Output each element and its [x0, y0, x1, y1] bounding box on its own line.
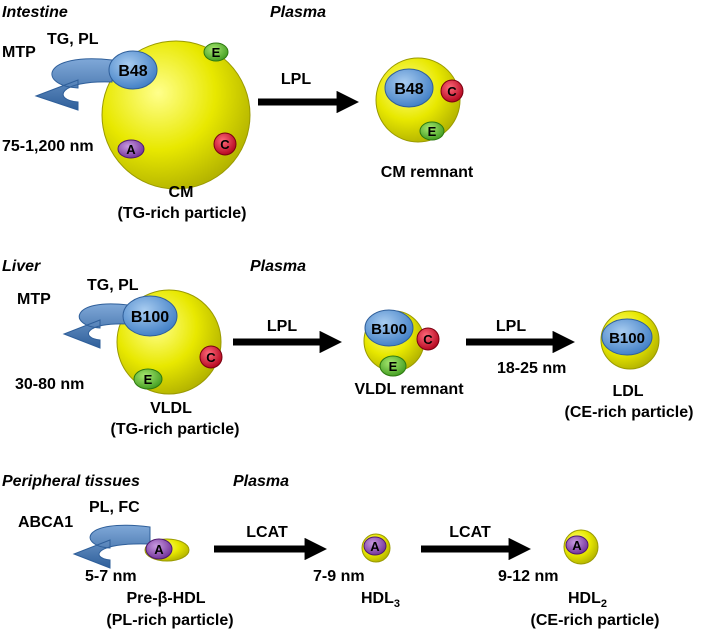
vldl-note-label: (TG-rich particle): [111, 421, 240, 438]
vldl-apo-c: [199, 345, 223, 369]
vldl-name-label: VLDL: [150, 400, 192, 417]
cm-apo-c: [213, 132, 237, 156]
intestine-cargo-label: TG, PL: [47, 31, 99, 48]
vldl-remnant-name-label: VLDL remnant: [354, 381, 464, 398]
ldl-size-label: 18-25 nm: [497, 360, 566, 377]
hdl2-note-label: (CE-rich particle): [531, 612, 660, 629]
cm-remnant-apo-e-label: E: [428, 124, 437, 139]
ldl-name-label: LDL: [612, 383, 643, 400]
cm-remnant-name-label: CM remnant: [381, 164, 474, 181]
cm-apo-b48-label: B48: [118, 63, 147, 80]
intestine-transporter-label: MTP: [2, 44, 36, 61]
peripheral-cargo-label: PL, FC: [89, 499, 140, 516]
liver-lpl-label-2: LPL: [496, 318, 526, 335]
cm-note-label: (TG-rich particle): [118, 205, 247, 222]
hdl2-size-label: 9-12 nm: [498, 568, 558, 585]
prebeta-hdl-apo-a: [145, 538, 173, 560]
peripheral-section-label: Peripheral tissues: [2, 473, 140, 490]
cm-remnant-apo-e: [419, 121, 445, 141]
vldl-remnant-apo-e: [379, 355, 407, 377]
hdl3-size-label: 7-9 nm: [313, 568, 365, 585]
cm-apo-a: [117, 139, 145, 159]
hdl3-apo-a: [363, 536, 387, 556]
hdl2-name-label: HDL2: [568, 590, 607, 610]
cm-remnant-apo-c-label: C: [447, 84, 457, 99]
liver-plasma-label: Plasma: [250, 258, 306, 275]
vldl-remnant-apo-c-label: C: [423, 332, 433, 347]
hdl3-name-label: HDL3: [361, 590, 400, 610]
liver-section-label: Liver: [2, 258, 41, 275]
peripheral-lcat-label-1: LCAT: [246, 524, 288, 541]
intestine-mtp-export-arrow: [34, 58, 113, 111]
intestine-plasma-label: Plasma: [270, 4, 326, 21]
hdl2-apo-a: [565, 535, 589, 555]
cm-apo-c-label: C: [220, 137, 230, 152]
cm-apo-e-label: E: [212, 45, 221, 60]
peripheral-plasma-label: Plasma: [233, 473, 289, 490]
cm-name-label: CM: [169, 184, 194, 201]
cm-remnant-apo-c: [440, 79, 464, 103]
vldl-apo-b100: [122, 295, 178, 337]
vldl-size-label: 30-80 nm: [15, 376, 84, 393]
hdl2-name-text: HDL: [568, 590, 601, 607]
cm-apo-a-label: A: [126, 142, 136, 157]
liver-transporter-label: MTP: [17, 291, 51, 308]
hdl3-apo-a-label: A: [370, 539, 380, 554]
ldl-apo-b100-label: B100: [609, 330, 645, 347]
ldl-apo-b100: [601, 318, 653, 356]
vldl-apo-e-label: E: [144, 372, 153, 387]
ldl-note-label: (CE-rich particle): [565, 404, 694, 421]
cm-remnant-apo-b48: [384, 68, 434, 108]
intestine-lpl-label: LPL: [281, 71, 311, 88]
peripheral-abca1-export-arrow: [72, 524, 151, 569]
vldl-apo-e: [133, 368, 163, 390]
hdl3-name-text: HDL: [361, 590, 394, 607]
vldl-remnant-apo-c: [416, 327, 440, 351]
vldl-remnant-apo-e-label: E: [389, 359, 398, 374]
hdl3-name-subscript: 3: [394, 598, 400, 610]
vldl-apo-b100-label: B100: [131, 309, 169, 326]
prebeta-hdl-apo-a-label: A: [154, 542, 164, 557]
intestine-section-label: Intestine: [2, 4, 68, 21]
peripheral-transporter-label: ABCA1: [18, 514, 73, 531]
cm-size-label: 75-1,200 nm: [2, 138, 94, 155]
cm-remnant-apo-b48-label: B48: [394, 81, 423, 98]
vldl-remnant-apo-b100-label: B100: [371, 321, 407, 338]
liver-mtp-export-arrow: [62, 303, 129, 349]
peripheral-lcat-label-2: LCAT: [449, 524, 491, 541]
cm-apo-e: [203, 42, 229, 62]
cm-apo-b48: [108, 50, 158, 90]
vldl-remnant-apo-b100: [364, 309, 414, 347]
hdl2-apo-a-label: A: [572, 538, 582, 553]
prebeta-hdl-size-label: 5-7 nm: [85, 568, 137, 585]
vldl-apo-c-label: C: [206, 350, 216, 365]
liver-lpl-label-1: LPL: [267, 318, 297, 335]
hdl2-name-subscript: 2: [601, 598, 607, 610]
prebeta-hdl-note-label: (PL-rich particle): [106, 612, 233, 629]
liver-cargo-label: TG, PL: [87, 277, 139, 294]
prebeta-hdl-name-label: Pre-β-HDL: [126, 590, 205, 607]
